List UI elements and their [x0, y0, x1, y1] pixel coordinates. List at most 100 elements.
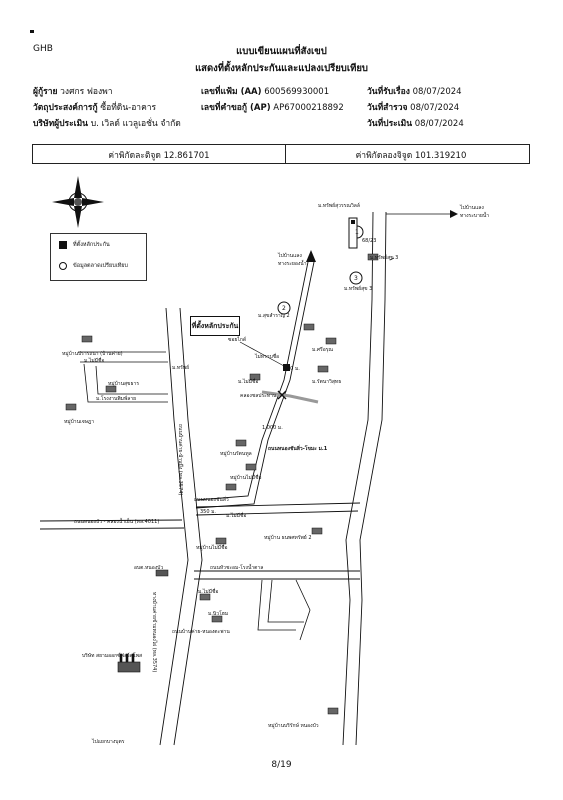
longitude-value: 101.319210 — [415, 151, 467, 161]
map-label: ม.ทรัพย์ — [172, 365, 190, 371]
map-label: ม.ไม่มีชื่อ — [226, 513, 247, 519]
map-label: ถนนบ้านค่าย-หนองตะพาน — [172, 629, 230, 635]
received-label: วันที่รับเรื่อง — [367, 87, 410, 97]
map-label: ไม่ทราบชื่อ — [255, 354, 280, 360]
map-label: อบต.หนองบัว — [134, 565, 164, 571]
document-subtitle: แสดงที่ตั้งหลักประกันและแปลงเปรียบเทียบ — [195, 63, 368, 74]
account-row: เลขที่แฟ้ม (AA) 600569930001 — [201, 84, 329, 98]
map-label: 68/23 — [362, 238, 377, 244]
account-label: เลขที่แฟ้ม (AA) — [201, 87, 262, 97]
sketch-map — [39, 176, 458, 746]
purpose-label: วัตถุประสงค์การกู้ — [33, 103, 98, 113]
survey-row: วันที่สำรวจ 08/07/2024 — [367, 100, 459, 114]
collateral-marker-icon — [283, 364, 290, 371]
map-label: ไปบ้านแลง — [460, 205, 484, 211]
map-label: หมู่บ้านเจษฎา — [64, 419, 95, 425]
legend-collateral-label: ที่ตั้งหลักประกัน — [73, 242, 110, 248]
map-label: 1,000 ม. — [262, 425, 283, 431]
map-label: ถนนหนองชันสิ่ว — [194, 497, 229, 503]
company-row: บริษัทผู้ประเมิน บ. เวิลด์ แวลูเอชั่น จำ… — [33, 116, 181, 130]
bridge-marker-icon — [277, 390, 287, 400]
legend-collateral-icon — [59, 241, 67, 249]
comparable-3-icon — [349, 271, 363, 285]
appraise-row: วันที่ประเมิน 08/07/2024 — [367, 116, 464, 130]
borrower-label: ผู้กู้ราย — [33, 87, 58, 97]
request-row: เลขที่คำขอกู้ (AP) AP67000218892 — [201, 100, 344, 114]
survey-value: 08/07/2024 — [410, 103, 460, 113]
marker-2-number: 2 — [282, 305, 286, 312]
document-title: แบบเขียนแผนที่สังเขป — [236, 46, 327, 57]
purpose-value: ซื้อที่ดิน-อาคาร — [100, 103, 157, 113]
marker-3-number: 3 — [354, 275, 358, 282]
map-label: หมู่บ้านบริรักษ์ หนองบัว — [268, 723, 319, 729]
page-number: 8/19 — [271, 760, 292, 770]
map-label: หมู่บ้านไม่มีชื่อ — [230, 475, 262, 481]
coordinates-divider — [285, 145, 286, 163]
company-label: บริษัทผู้ประเมิน — [33, 119, 88, 129]
map-label: หมู่บ้านปรารถนา (บ้านค่าย) — [62, 351, 123, 357]
map-label: ม.ศรีอรุณ — [312, 347, 334, 353]
bank-logo-text: GHB — [33, 44, 53, 54]
house-icons — [65, 253, 379, 715]
appraise-label: วันที่ประเมิน — [367, 119, 413, 129]
map-label: หมู่บ้านรัตนทูล — [220, 451, 252, 457]
road-4011 — [39, 502, 361, 530]
map-label: ถนนหัวชะอม-โรงน้ำตาล — [210, 565, 264, 571]
appraise-value: 08/07/2024 — [414, 119, 464, 129]
request-value: AP67000218892 — [273, 103, 344, 113]
map-label: ม.ไม่มีชื่อ — [84, 358, 105, 364]
map-label: ทางระบายน้ำ — [460, 213, 490, 219]
coordinates-box: ค่าพิกัดละติจูด 12.861701 ค่าพิกัดลองจิจ… — [32, 144, 530, 164]
canal — [261, 390, 319, 404]
borrower-row: ผู้กู้ราย วงศกร ฟองพา — [33, 84, 113, 98]
map-label: ถนนหนองบัว - คลองน้ำเย็น (ทล.4011) — [74, 519, 160, 525]
map-label: ไปแยกบางบุตร — [92, 739, 125, 745]
office-icon — [155, 569, 169, 577]
latitude-label: ค่าพิกัดละติจูด — [108, 151, 161, 161]
arrow-north-icon — [306, 250, 316, 262]
request-label: เลขที่คำขอกู้ (AP) — [201, 103, 271, 113]
map-label: ม.ไม่มีชื่อ — [238, 379, 259, 385]
map-label: หมู่บ้านสุขธาร — [108, 381, 140, 387]
soi-road — [195, 261, 315, 509]
company-value: บ. เวิลด์ แวลูเอชั่น จำกัด — [90, 119, 181, 129]
map-label: ม.ทรัพย์สุวรรณวิลล์ — [318, 203, 360, 209]
building-icon — [348, 217, 358, 249]
map-label: ม.รัตนาวิสุทธ — [312, 379, 342, 385]
borrower-value: วงศกร ฟองพา — [60, 87, 113, 97]
purpose-row: วัตถุประสงค์การกู้ ซื้อที่ดิน-อาคาร — [33, 100, 156, 114]
latitude-value: 12.861701 — [163, 151, 210, 161]
map-label: ม.นิวโฮม — [208, 611, 229, 617]
received-value: 08/07/2024 — [412, 87, 462, 97]
east-road — [342, 211, 387, 746]
map-label: บริษัท สยามออกซ์ฟอร์ดโพส — [82, 653, 143, 659]
latitude-cell: ค่าพิกัดละติจูด 12.861701 — [33, 148, 285, 162]
map-label: ทางระยองน้ำ — [278, 261, 307, 267]
longitude-label: ค่าพิกัดลองจิจูด — [355, 151, 413, 161]
factory-icon — [117, 653, 141, 673]
map-label: ม.ทรัพย์สุข 3 — [370, 255, 399, 261]
map-label: ถนนบ้านค่าย-บ้านบึง (ทล.3574) — [177, 424, 183, 496]
map-label: ซอยไกด์ — [228, 337, 247, 343]
account-value: 600569930001 — [264, 87, 330, 97]
map-label: 90 ม. — [287, 366, 300, 372]
map-label: ม.ไม่มีชื่อ — [198, 589, 219, 595]
map-label: ถนนหนองชันสิ่ว-โขมะ ม.1 — [268, 446, 328, 452]
compass-rose-icon — [52, 176, 104, 228]
map-label: ม.ทรัพย์สุข 3 — [344, 286, 373, 292]
survey-label: วันที่สำรวจ — [367, 103, 408, 113]
road-huachaom — [194, 570, 360, 580]
map-label: คลองชลประทาน — [240, 393, 277, 399]
legend-comparable-icon — [59, 262, 67, 270]
map-label: ทางบ้านค่ายข้ามหนองไผ่ (ทล.3574) — [151, 592, 157, 673]
longitude-cell: ค่าพิกัดลองจิจูด 101.319210 — [285, 148, 537, 162]
received-row: วันที่รับเรื่อง 08/07/2024 — [367, 84, 462, 98]
map-label: ไปบ้านแลง — [278, 253, 302, 259]
map-label: ม.โรงงานพิมพ์ลาย — [96, 396, 137, 402]
map-label: 350 ม. — [200, 509, 217, 515]
map-label: หมู่บ้าน ธนพศทรัพย์ 2 — [264, 535, 312, 541]
legend-comparable-label: ข้อมูลตลาดเปรียบเทียบ — [73, 263, 128, 269]
main-road-3574 — [159, 307, 203, 746]
map-label: หมู่บ้านไม่มีชื่อ — [196, 545, 228, 551]
collateral-callout: ที่ตั้งหลักประกัน — [190, 316, 240, 336]
